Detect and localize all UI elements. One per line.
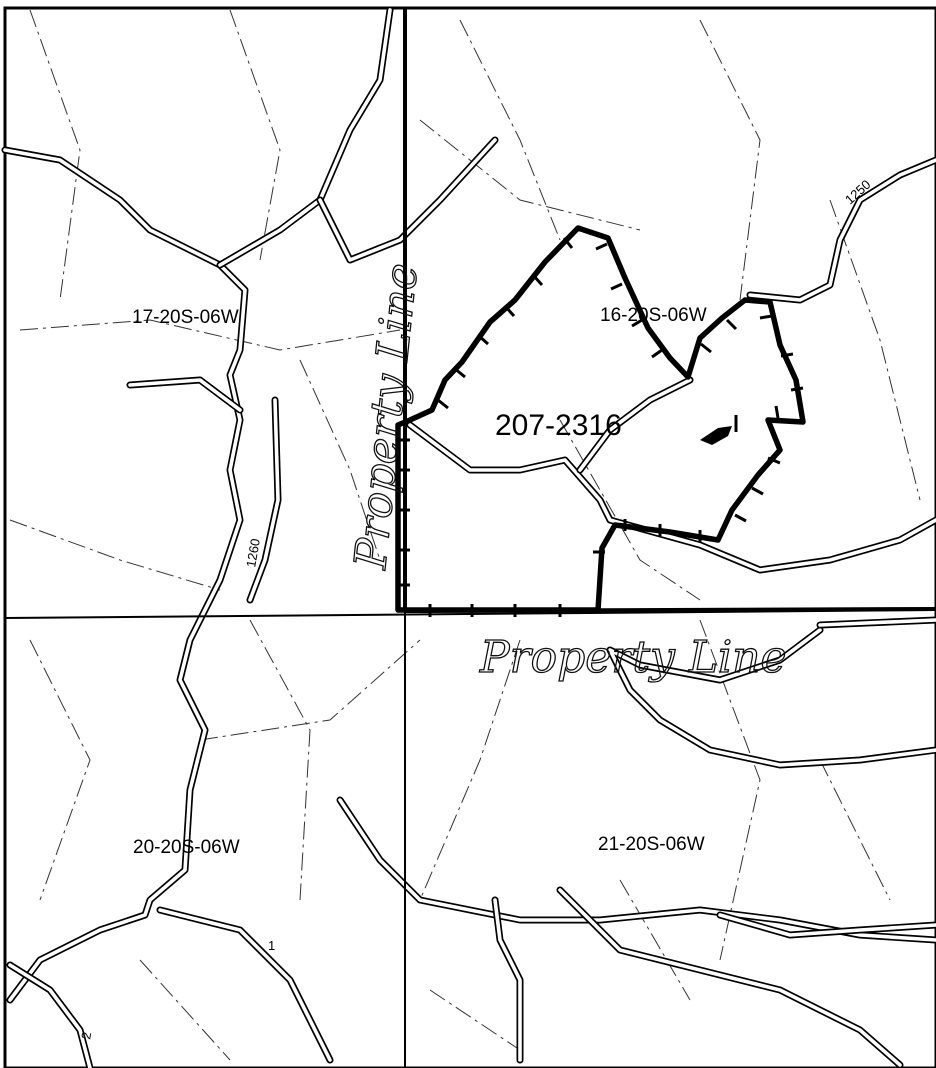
- harvest-unit-boundary: [395, 225, 806, 617]
- map-frame: [3, 6, 936, 1068]
- section-label-20: 20-20S-06W: [133, 837, 240, 858]
- contour-label-1260: 1260: [243, 537, 263, 568]
- landing-mark: [700, 426, 732, 445]
- road-layer: [1, 6, 936, 1068]
- section-label-17: 17-20S-06W: [132, 307, 239, 328]
- unit-label: 207-2316: [495, 409, 622, 442]
- property-line-horizontal-annotation: Property Line: [479, 632, 787, 683]
- contour-label-1: 1: [268, 938, 275, 953]
- stream-layer: [9, 9, 921, 1061]
- section-label-16: 16-20S-06W: [600, 305, 707, 326]
- section-label-21: 21-20S-06W: [598, 834, 705, 855]
- contour-label-2: 2: [78, 1031, 94, 1041]
